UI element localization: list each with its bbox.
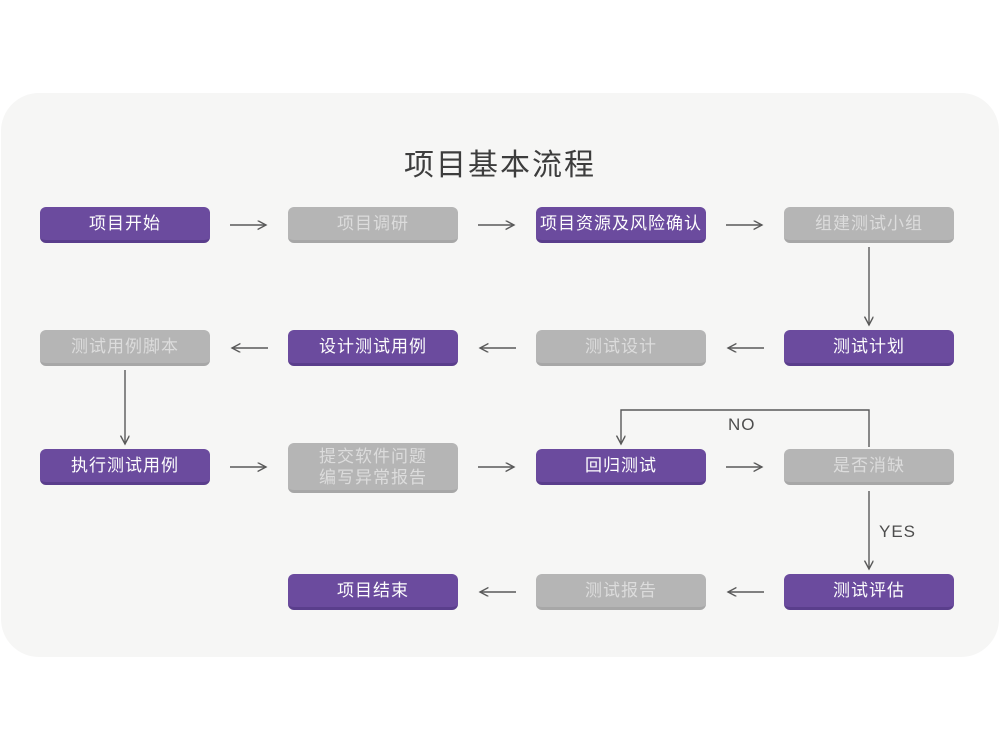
diagram-title: 项目基本流程: [404, 149, 596, 182]
node-project-research: 项目调研: [288, 207, 458, 243]
node-design-test-case: 设计测试用例: [288, 330, 458, 366]
node-submit-issue-report: 提交软件问题 编写异常报告: [288, 443, 458, 493]
diagram-card: [1, 93, 999, 657]
node-test-case-script: 测试用例脚本: [40, 330, 210, 366]
node-test-design: 测试设计: [536, 330, 706, 366]
node-regression-test: 回归测试: [536, 449, 706, 485]
edge-label-yes: YES: [879, 522, 917, 541]
node-resource-risk-confirm: 项目资源及风险确认: [536, 207, 706, 243]
node-build-test-team: 组建测试小组: [784, 207, 954, 243]
edge-label-no: NO: [728, 415, 756, 434]
node-test-plan: 测试计划: [784, 330, 954, 366]
node-project-end: 项目结束: [288, 574, 458, 610]
node-test-evaluation: 测试评估: [784, 574, 954, 610]
node-project-start: 项目开始: [40, 207, 210, 243]
node-execute-test-case: 执行测试用例: [40, 449, 210, 485]
node-defect-cleared: 是否消缺: [784, 449, 954, 485]
node-test-report: 测试报告: [536, 574, 706, 610]
